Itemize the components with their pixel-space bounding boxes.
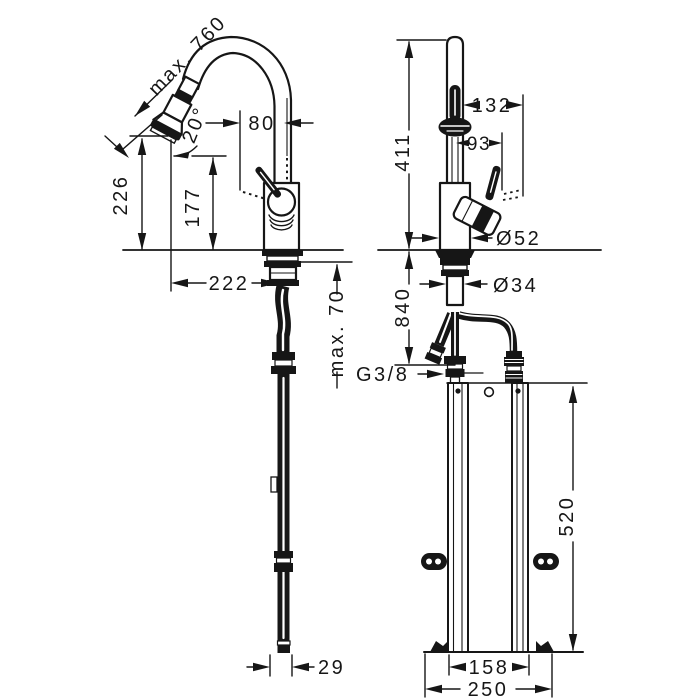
locknut-side	[267, 280, 299, 286]
joint-arc-2	[269, 219, 294, 227]
dim-hose-length-label: 840	[392, 287, 414, 328]
dim-handle-clearance: 93	[456, 132, 503, 191]
mount-nut-front	[440, 258, 470, 265]
joint-arc-1	[268, 214, 295, 223]
threaded-fitting	[506, 351, 522, 357]
spray-head-flare	[152, 111, 184, 136]
dim-connection-thread: G3/8	[356, 364, 484, 386]
g38-nut	[444, 356, 466, 364]
clip-hole	[426, 558, 432, 565]
dim-bracket-height-label: 520	[556, 496, 578, 537]
front-view: 411 840 132 93	[356, 35, 602, 700]
dim-head-offset: 80	[205, 110, 314, 191]
dim-tip-height-label: 226	[110, 175, 132, 216]
dim-reach-label: 222	[209, 273, 250, 295]
clip-hole	[547, 558, 553, 565]
foot-right	[536, 641, 554, 652]
spray-head-side	[149, 75, 201, 145]
base-band-side	[264, 261, 301, 267]
docked-head-dashed	[242, 191, 267, 200]
extension-line	[122, 114, 163, 150]
dim-shank-diameter: Ø34	[419, 275, 538, 297]
hose-clip	[270, 476, 278, 493]
faucet-front	[424, 35, 524, 384]
aerator-front	[438, 117, 472, 137]
dim-reach: 222	[170, 139, 278, 295]
spout-inner-curve	[196, 51, 276, 185]
base-ring-side	[266, 255, 299, 262]
screw-hole-center	[483, 386, 495, 398]
handle-swing-dashed-1	[503, 189, 522, 195]
handle-swing-dashed-2	[502, 196, 520, 201]
supply-hose-curved	[457, 311, 518, 354]
dim-head-offset-label: 80	[248, 113, 275, 135]
dim-body-diameter: Ø52	[411, 228, 541, 250]
lever-handle-front	[485, 165, 501, 201]
side-view: max. 760 226 177 20°	[104, 11, 353, 679]
dim-counter-thickness: max. 70	[292, 261, 353, 389]
dim-handle-reach: 132	[463, 94, 524, 197]
dim-tip-height: 226	[110, 135, 169, 250]
dim-bracket-rail-width-label: 158	[469, 657, 510, 679]
joint-arc-3	[270, 224, 293, 231]
bracket-right-rail	[511, 382, 529, 653]
dim-outlet-height: 177	[182, 155, 227, 250]
dim-handle-clearance-label: 93	[467, 134, 491, 155]
dim-total-height-label: 411	[392, 132, 414, 171]
shank-front	[445, 274, 465, 307]
dim-bracket-height: 520	[556, 386, 578, 651]
dim-hose-width: 29	[246, 654, 345, 679]
hose-coupler	[274, 551, 293, 558]
dim-total-height: 411	[392, 39, 447, 249]
faucet-side	[149, 35, 303, 653]
mounting-bracket	[421, 382, 588, 653]
hose-weight	[276, 640, 291, 646]
side-clip-right	[533, 553, 559, 570]
aerator-face	[150, 120, 182, 141]
dim-handle-reach-label: 132	[472, 95, 513, 117]
spout-outer-curve	[181, 35, 293, 185]
handle-cartridge-front	[452, 195, 502, 236]
dim-hose-width-label: 29	[318, 657, 345, 679]
side-clip-left	[421, 553, 447, 570]
dim-shank-diameter-label: Ø34	[493, 275, 538, 297]
bracket-left-rail	[447, 382, 469, 653]
base-flange-front	[435, 250, 475, 258]
spray-head-collar	[174, 89, 194, 105]
pullout-hose-fitting	[424, 342, 446, 365]
base-flange-side	[262, 250, 303, 256]
spray-head-neck	[177, 75, 201, 99]
lever-handle-side	[255, 166, 282, 198]
dim-hose-length: 840	[392, 251, 456, 366]
clip-hole	[538, 558, 544, 565]
dim-counter-thickness-label: max. 70	[326, 289, 348, 378]
clip-hole	[435, 558, 441, 565]
aerator-lip	[149, 126, 178, 145]
dim-outlet-height-label: 177	[182, 187, 204, 228]
foot-left	[430, 641, 448, 652]
screw-left	[455, 388, 461, 394]
dim-bracket-base-width: 250	[424, 653, 553, 700]
dim-connection-thread-label: G3/8	[356, 364, 409, 386]
hose-fitting-top	[272, 352, 295, 360]
dim-bracket-rail-width: 158	[448, 654, 530, 679]
dim-body-diameter-label: Ø52	[496, 228, 541, 250]
dim-bracket-base-width-label: 250	[468, 679, 509, 700]
screw-right	[515, 388, 521, 394]
